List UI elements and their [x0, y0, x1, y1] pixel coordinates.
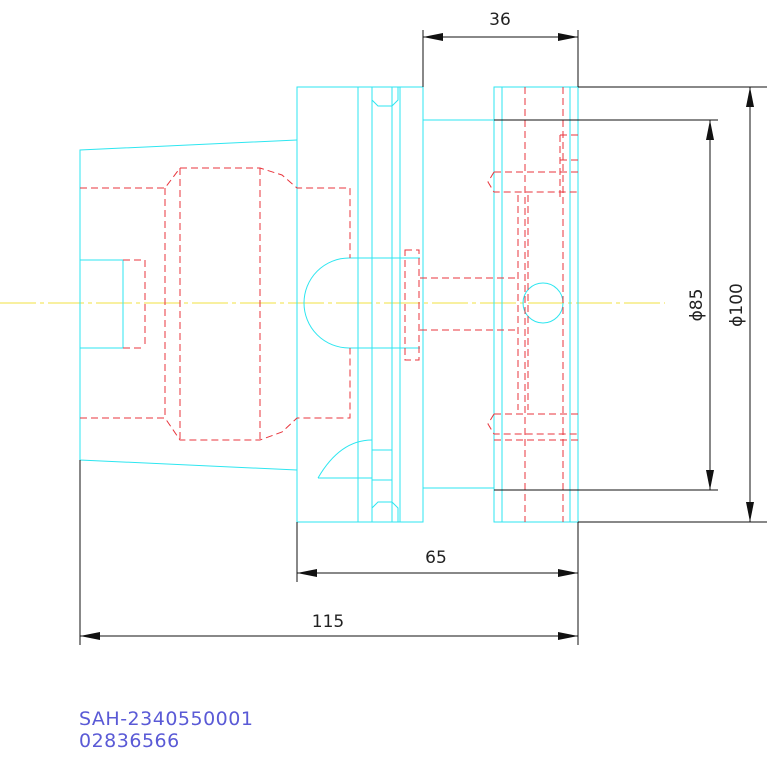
- dimension-36-label: 36: [489, 10, 511, 30]
- part-code: SAH-2340550001: [79, 708, 254, 730]
- dimension-diameter-100-label: ϕ100: [727, 283, 747, 327]
- part-label-block: SAH-2340550001 02836566: [79, 708, 253, 752]
- dimension-115-label: 115: [312, 612, 344, 632]
- dimension-lines: [79, 30, 767, 645]
- hidden-lines: [80, 87, 578, 522]
- dimension-arrows: [80, 33, 754, 640]
- part-number: 02836566: [79, 730, 180, 752]
- dimension-65-label: 65: [425, 548, 447, 568]
- part-outline: [79, 86, 579, 523]
- dimension-diameter-85-label: ϕ85: [687, 289, 707, 322]
